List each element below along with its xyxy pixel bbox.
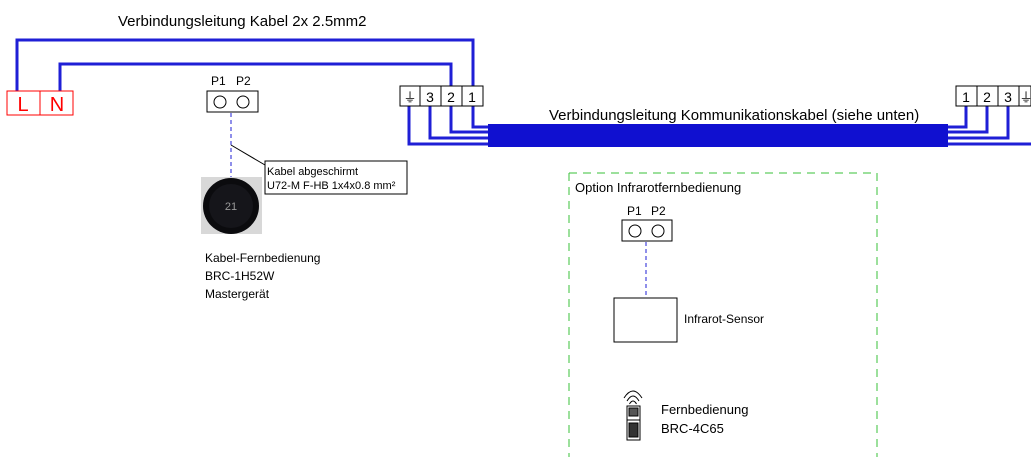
remote-signal-wave-outer (623, 390, 643, 399)
cable-label-line1: Kabel abgeschirmt (267, 166, 358, 178)
outdoor-terminal-strip: 1 2 3 ⏚ (955, 85, 1031, 107)
power-wire-n (58, 62, 453, 91)
wired-remote-cable-leader (230, 144, 266, 166)
wired-remote-caption-line2: BRC-1H52W (205, 269, 275, 283)
wired-remote-terminals: P1 P2 (206, 74, 266, 178)
wired-remote-device: 21 (201, 177, 262, 234)
remote-signal-wave-inner (629, 400, 637, 405)
outdoor-terminal-3-label: 3 (1004, 89, 1012, 105)
wired-remote-caption-line3: Mastergerät (205, 287, 270, 301)
comm-wire-1-outdoor (946, 106, 968, 129)
indoor-terminal-1-label: 1 (468, 89, 476, 105)
wired-remote-p2-label: P2 (236, 74, 251, 88)
outdoor-terminal-1-label: 1 (962, 89, 970, 105)
remote-caption-line2: BRC-4C65 (661, 421, 724, 436)
comm-wire-3-indoor (428, 106, 490, 140)
wired-remote-p2-terminal-icon (236, 95, 250, 109)
terminal-l-label: L (17, 94, 28, 116)
wired-remote-p1-terminal-icon (213, 95, 227, 109)
remote-keypad (628, 422, 639, 438)
comm-wire-2-indoor (449, 106, 490, 134)
remote-display (628, 407, 639, 417)
cable-label-box (264, 160, 408, 195)
power-line-title: Verbindungsleitung Kabel 2x 2.5mm2 (118, 13, 367, 30)
infrared-p1-terminal-icon (628, 224, 642, 238)
infrared-sensor-label: Infrarot-Sensor (684, 312, 764, 326)
power-cable (15, 38, 475, 91)
infrared-p1-label: P1 (627, 204, 642, 218)
indoor-terminal-3-label: 3 (426, 89, 434, 105)
cable-label-line2: U72-M F-HB 1x4x0.8 mm² (267, 180, 396, 192)
communication-cable-label: Verbindungsleitung Kommunikationskabel (… (549, 107, 919, 124)
power-terminals: L N (6, 90, 74, 116)
comm-wire-earth-indoor (407, 106, 490, 146)
indoor-terminal-1-box (461, 85, 484, 107)
comm-wire-2-outdoor (946, 106, 989, 134)
wired-remote-p1-label: P1 (211, 74, 226, 88)
terminal-n-box (39, 90, 74, 116)
indoor-terminal-strip: ⏚ 3 2 1 (399, 85, 484, 107)
infrared-option-title: Option Infrarotfernbedienung (575, 180, 741, 195)
indoor-terminal-earth-icon: ⏚ (403, 90, 416, 105)
outdoor-terminal-earth-icon: ⏚ (1019, 90, 1031, 105)
outdoor-terminal-2-label: 2 (983, 89, 991, 105)
terminal-n-label: N (50, 94, 64, 116)
remote-signal-wave-middle (626, 395, 640, 402)
wired-remote-display: 21 (225, 201, 237, 213)
remote-caption-line1: Fernbedienung (661, 402, 748, 417)
indoor-terminal-2-label: 2 (447, 89, 455, 105)
comm-wire-3-outdoor (946, 106, 1010, 140)
wired-remote-device-bezel (209, 184, 253, 228)
infrared-p2-terminal-icon (651, 224, 665, 238)
infrared-sensor-box (613, 297, 678, 343)
wired-remote-caption-line1: Kabel-Fernbedienung (205, 251, 320, 265)
outdoor-terminal-earth-box (1018, 85, 1031, 107)
comm-wire-1-indoor (471, 106, 490, 129)
power-wire-l (15, 38, 475, 91)
communication-cable (407, 106, 1031, 146)
infrared-option-group: Option Infrarotfernbedienung P1 P2 Infra… (568, 172, 878, 457)
infrared-p2-label: P2 (651, 204, 666, 218)
communication-cable-bundle (488, 124, 948, 147)
handheld-remote-icon (623, 390, 643, 441)
wired-remote-cable-callout: Kabel abgeschirmt U72-M F-HB 1x4x0.8 mm² (264, 160, 408, 195)
